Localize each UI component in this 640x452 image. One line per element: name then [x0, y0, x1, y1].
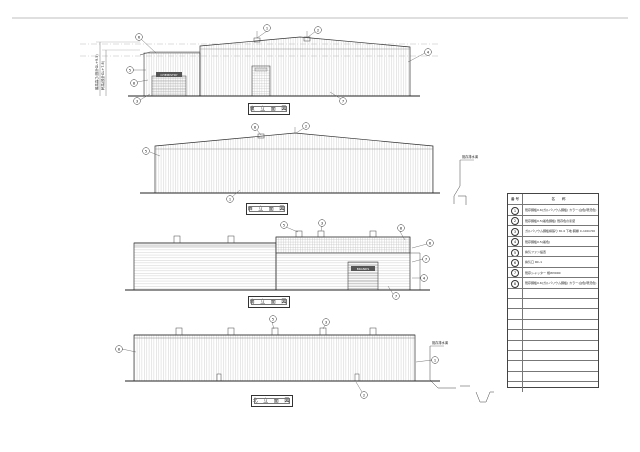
- callout-west-4: 1: [229, 197, 231, 201]
- callout-east-8: 7: [342, 99, 344, 103]
- east-elevation: [80, 24, 440, 105]
- legend-row-number: 4: [511, 238, 519, 247]
- view-title-west-text: 西 立 面 図: [247, 206, 287, 212]
- view-title-east-text: 東 立 面 図: [249, 106, 289, 112]
- legend-table: 番 号 名 称 1 既存鋼板0.6(ガルバリウム鋼板) カラー:白色(現況色) 2 既…: [507, 193, 599, 392]
- legend-row-text: 既存鋼板0.6(ガルバリウム鋼板) カラー:白色(現況色): [525, 208, 597, 213]
- legend-row-number-cell: [508, 382, 523, 392]
- dim-eave-height: 軒高(設計GL+7.8): [100, 60, 105, 90]
- legend-row-number-cell: [508, 309, 523, 319]
- dim-total-height: 最高高さ(設計GL+9.5): [94, 54, 99, 90]
- view-title-west: 西 立 面 図: [246, 203, 288, 215]
- callout-south-5: 7: [425, 257, 427, 261]
- legend-row-text: 既存鋼板0.5(着色鋼板) 既存色の塗装: [525, 218, 576, 223]
- legend-row-number: 8: [511, 279, 519, 288]
- legend-row-number-cell: 8: [508, 278, 523, 288]
- legend-row-number-cell: 4: [508, 236, 523, 247]
- callout-north-5: 2: [363, 393, 365, 397]
- legend-row: 4 既存鋼板0.5(着色): [508, 235, 598, 247]
- legend-row: [508, 360, 598, 371]
- legend-row-number-cell: [508, 361, 523, 371]
- callout-south-7: 7: [395, 294, 397, 298]
- callout-south-1: 5: [283, 223, 285, 227]
- legend-row-number: 3: [511, 227, 519, 236]
- callout-east-7: 4: [427, 50, 430, 54]
- view-title-north-text: 北 立 面 図: [252, 398, 292, 404]
- signboard-south: BRANDS: [357, 267, 370, 271]
- callout-east-1: 6: [138, 35, 141, 39]
- legend-row: [508, 329, 598, 340]
- callout-north-4: 1: [434, 358, 436, 362]
- legend-row: 3 ガルバリウム鋼板横張り t0.4 下地:胴縁 C-100×50: [508, 225, 598, 236]
- legend-row: [508, 370, 598, 382]
- note-north-drain: 既存排水溝: [432, 340, 449, 345]
- legend-row: [508, 287, 598, 298]
- callout-south-4: 6: [429, 241, 432, 245]
- callout-north-2: 5: [272, 317, 274, 321]
- callout-east-3: 8: [133, 81, 136, 85]
- callout-south-6: 4: [423, 276, 426, 280]
- legend-row-number: 6: [511, 258, 519, 267]
- note-west-drain: 既存排水溝: [462, 154, 479, 159]
- legend-row: 5 換気ファン設置: [508, 246, 598, 257]
- callout-east-5: 1: [266, 26, 268, 30]
- legend-row-text: 既存鋼板0.6(ガルバリウム鋼板) カラー:白色(現況色): [525, 281, 597, 286]
- legend-row-number: 5: [511, 248, 519, 257]
- south-elevation: [125, 219, 434, 300]
- legend-row-text: 既存シャッター 幅W3000: [525, 270, 561, 275]
- legend-row: 6 換気口 RC-1: [508, 256, 598, 267]
- legend-row-number-cell: 1: [508, 205, 523, 215]
- callout-west-3: 2: [305, 124, 307, 128]
- north-elevation: [115, 315, 494, 403]
- west-elevation: [140, 122, 474, 205]
- legend-row: [508, 298, 598, 309]
- callout-south-3: 8: [400, 226, 403, 230]
- callout-west-1: 5: [145, 149, 147, 153]
- legend-row: 7 既存シャッター 幅W3000: [508, 266, 598, 278]
- legend-row-number-cell: [508, 330, 523, 340]
- legend-row-text: ガルバリウム鋼板横張り t0.4 下地:胴縁 C-100×50: [525, 229, 596, 234]
- callout-east-2: 5: [129, 68, 131, 72]
- legend-row-number: 1: [511, 206, 519, 215]
- legend-row-number: 7: [511, 269, 519, 278]
- legend-row-text: 既存鋼板0.5(着色): [525, 239, 551, 244]
- legend-row-number-cell: [508, 299, 523, 309]
- legend-row: [508, 308, 598, 319]
- legend-row-number-cell: [508, 371, 523, 382]
- legend-row-number-cell: 6: [508, 257, 523, 267]
- legend-row: 1 既存鋼板0.6(ガルバリウム鋼板) カラー:白色(現況色): [508, 204, 598, 215]
- callout-west-2: 8: [254, 125, 257, 129]
- legend-row: [508, 339, 598, 350]
- callout-north-1: 8: [118, 347, 121, 351]
- legend-row-number-cell: 3: [508, 226, 523, 236]
- legend-row: [508, 318, 598, 330]
- callout-north-3: 3: [325, 320, 327, 324]
- legend-row: [508, 350, 598, 361]
- legend-row-number-cell: [508, 351, 523, 361]
- legend-row: 2 既存鋼板0.5(着色鋼板) 既存色の塗装: [508, 214, 598, 226]
- callout-east-4: 3: [136, 99, 138, 103]
- legend-header-no: 番 号: [508, 194, 523, 205]
- view-title-north: 北 立 面 図: [251, 395, 293, 407]
- callout-south-2: 3: [321, 221, 323, 225]
- legend-row-number-cell: 2: [508, 215, 523, 226]
- legend-row: 8 既存鋼板0.6(ガルバリウム鋼板) カラー:白色(現況色): [508, 277, 598, 288]
- view-title-south-text: 南 立 面 図: [249, 299, 289, 305]
- legend-row-number-cell: 5: [508, 247, 523, 257]
- legend-row-number-cell: [508, 340, 523, 350]
- legend-row-number-cell: [508, 319, 523, 330]
- legend-row-text: 換気口 RC-1: [525, 260, 542, 265]
- callout-east-6: 2: [317, 28, 319, 32]
- legend-row-text: 換気ファン設置: [525, 250, 547, 254]
- legend-header: 番 号 名 称: [508, 194, 598, 205]
- legend-row-number-cell: [508, 288, 523, 298]
- view-title-south: 南 立 面 図: [248, 296, 290, 308]
- legend-row: [508, 381, 598, 392]
- signboard-east: CHEMISTRY: [160, 73, 177, 77]
- view-title-east: 東 立 面 図: [248, 103, 290, 115]
- legend-row-number: 2: [511, 217, 519, 226]
- legend-row-number-cell: 7: [508, 267, 523, 278]
- legend-header-name: 名 称: [551, 197, 569, 201]
